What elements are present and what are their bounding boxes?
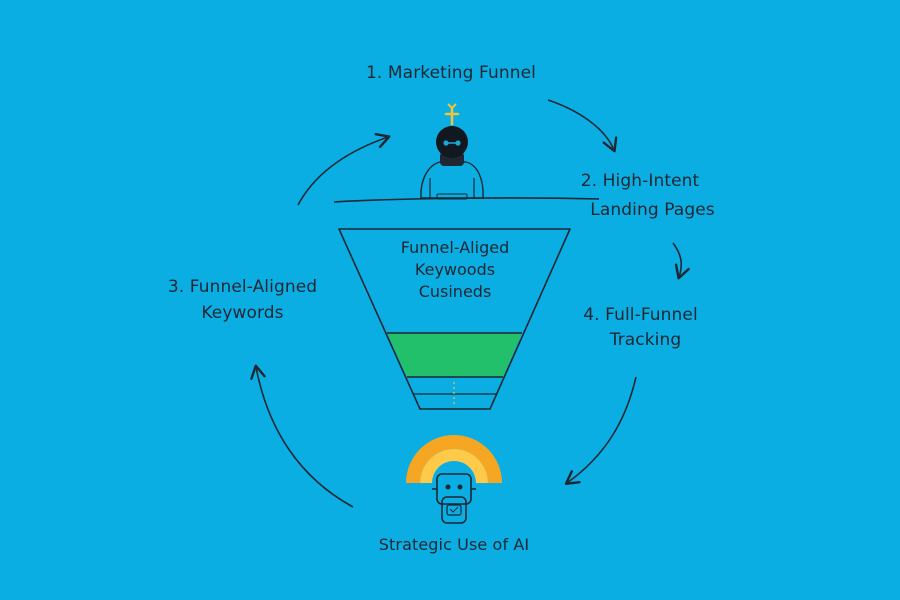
step-3-line-2: Keywords <box>201 303 284 323</box>
lightbulb-icon <box>444 103 460 126</box>
rainbow-arc-icon <box>406 435 502 483</box>
step-1-label: 1. Marketing Funnel <box>336 61 566 85</box>
step-3-line-1: 3. Funnel-Aligned <box>167 277 318 297</box>
step-2-line-2: Landing Pages <box>590 200 715 220</box>
funnel-text: Funnel-Aliged Keywoods Cusineds <box>355 237 555 303</box>
bottom-label: Strategic Use of AI <box>329 533 579 557</box>
step-3-label: 3. Funnel-Aligned Keywords <box>150 275 335 325</box>
step-4-line-2: Tracking <box>609 330 682 350</box>
funnel-text-line-3: Cusineds <box>418 282 492 301</box>
arrow-1-to-2 <box>547 99 618 153</box>
step-1-text: 1. Marketing Funnel <box>365 63 536 83</box>
funnel-rim <box>333 197 600 203</box>
step-2-line-1: 2. High-Intent <box>580 171 700 191</box>
funnel-text-line-1: Funnel-Aliged <box>400 238 510 257</box>
step-4-label: 4. Full-Funnel Tracking <box>548 303 733 352</box>
robot-head-icon <box>420 126 484 200</box>
step-2-label: 2. High-Intent Landing Pages <box>555 169 725 222</box>
arrow-2-to-4 <box>672 242 690 280</box>
arrow-3-to-1 <box>297 133 391 206</box>
arrow-ai-to-3 <box>250 364 354 508</box>
funnel-green-band <box>387 333 522 377</box>
ai-robot-icon <box>432 473 476 524</box>
bottom-label-text: Strategic Use of AI <box>378 535 530 554</box>
arrow-4-to-ai <box>564 376 637 485</box>
funnel-text-line-2: Keywoods <box>414 260 496 279</box>
step-4-line-1: 4. Full-Funnel <box>583 305 698 325</box>
funnel <box>338 228 571 410</box>
